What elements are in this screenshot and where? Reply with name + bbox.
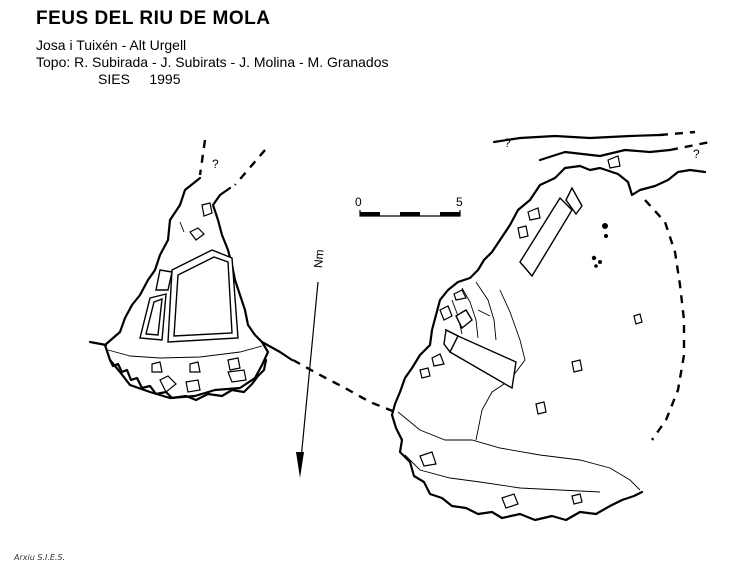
organization-year-line: SIES 1995 (98, 71, 181, 87)
right-rock (501, 493, 519, 509)
location-line: Josa i Tuixén - Alt Urgell (36, 37, 187, 53)
pebble (602, 223, 608, 229)
left-narrow-block-inner (145, 297, 163, 336)
right-rock (439, 305, 453, 321)
pebble (591, 255, 597, 261)
left-chamber-internal-contour (107, 345, 263, 359)
scale-bar-segment (440, 212, 460, 216)
left-chamber: ? (88, 139, 294, 402)
scale-bar-segment (360, 212, 380, 216)
right-fallen-block-end (443, 328, 459, 354)
left-rock (227, 369, 247, 383)
pebble (598, 260, 602, 264)
archive-credit: Arxiu S.I.E.S. (14, 553, 66, 562)
right-top-dashed (659, 130, 696, 137)
left-rock (185, 379, 201, 393)
left-chamber-floor-edge (108, 358, 268, 402)
right-rock (633, 313, 643, 325)
left-east-wall-exit (260, 340, 294, 362)
right-chamber-contour (397, 411, 641, 491)
right-block-small (455, 309, 473, 330)
right-top-inner-dashed (669, 140, 711, 152)
left-west-wall-stub (88, 340, 108, 347)
right-chamber-south-edge (390, 413, 644, 522)
right-chamber: ? ? (390, 130, 711, 522)
scale-bar-min-label: 0 (355, 195, 362, 209)
right-large-block (519, 196, 573, 278)
right-top-wall (492, 133, 662, 144)
right-chamber-contour-4 (475, 281, 497, 341)
right-rock (453, 289, 467, 301)
left-top-dashed-passage (198, 139, 207, 176)
scale-bar: 0 5 (355, 195, 463, 217)
left-large-block-inner (173, 256, 233, 337)
unknown-continuation-marker: ? (693, 147, 700, 161)
right-chamber-north-wall (563, 164, 707, 197)
right-east-dashed-boundary (644, 199, 686, 441)
right-rock (571, 493, 583, 505)
north-arrow-label: Nm (311, 249, 327, 269)
surveyors-line: Topo: R. Subirada - J. Subirats - J. Mol… (36, 54, 389, 70)
right-chamber-west-wall (390, 166, 567, 417)
left-rock (227, 357, 241, 371)
slope-arrow (477, 309, 491, 317)
survey-title: FEUS DEL RIU DE MOLA (36, 8, 271, 29)
north-arrow-shaft (299, 281, 319, 471)
right-rock (419, 451, 437, 467)
pebble (594, 264, 598, 268)
right-chamber-contour-2 (404, 454, 601, 493)
right-rock (607, 155, 621, 169)
right-rock (535, 401, 547, 415)
connecting-dashed-passage (292, 358, 396, 414)
left-small-block (155, 269, 173, 291)
pebble (604, 234, 608, 238)
right-rock (527, 207, 541, 221)
right-rock (419, 367, 431, 379)
right-chamber-contour-3 (475, 289, 526, 441)
left-rock (159, 375, 177, 393)
scale-bar-segment (400, 212, 420, 216)
left-rock (189, 227, 205, 241)
north-arrow: Nm (296, 249, 327, 478)
scale-bar-max-label: 5 (456, 195, 463, 209)
right-rock (571, 359, 583, 373)
left-rock (201, 202, 213, 217)
right-rock (517, 225, 529, 239)
left-slope-tick (179, 221, 185, 233)
north-arrow-head (296, 452, 304, 478)
right-chamber-contour-5 (461, 287, 479, 339)
left-rock (151, 361, 163, 373)
right-small-block (565, 186, 583, 216)
unknown-continuation-marker: ? (504, 136, 511, 150)
left-top-dashed-passage-2 (234, 149, 266, 186)
left-rock (189, 361, 201, 373)
right-rock (431, 353, 445, 367)
unknown-continuation-marker: ? (212, 157, 219, 171)
right-top-inner-wall (538, 148, 672, 162)
